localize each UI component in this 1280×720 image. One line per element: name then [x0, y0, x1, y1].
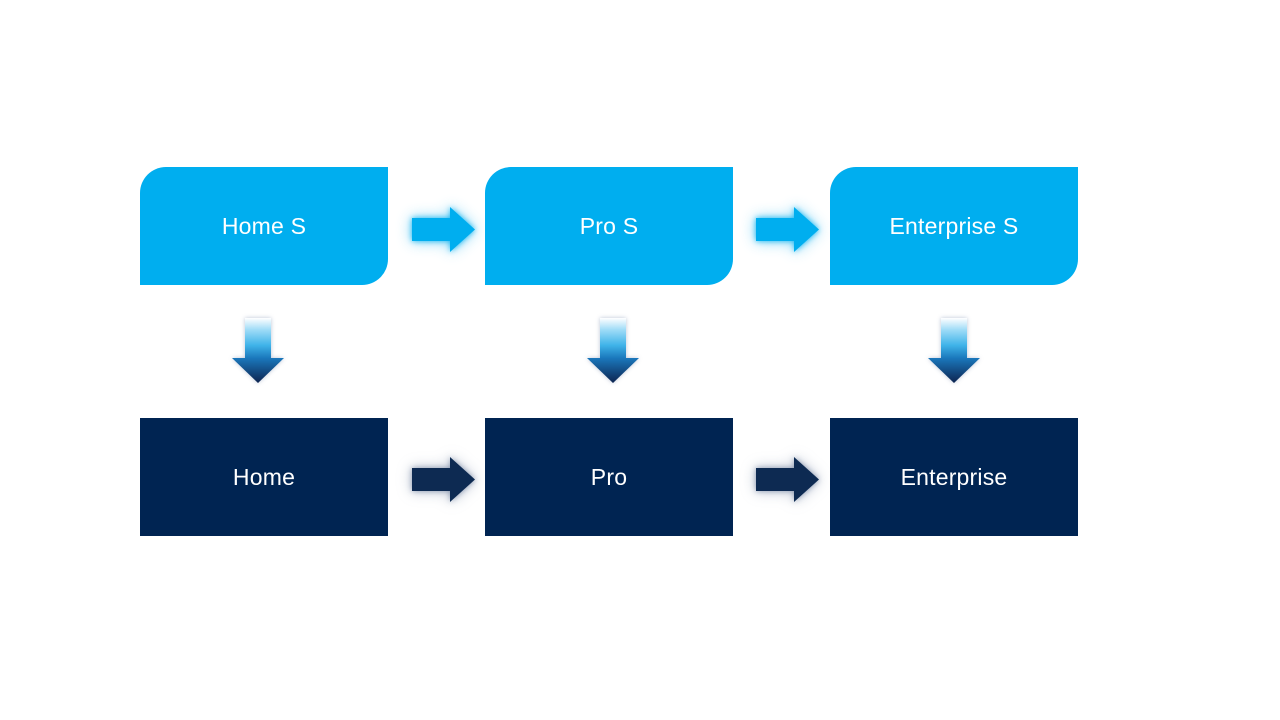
down-arrow-icon: [928, 318, 980, 383]
right-arrow-icon: [756, 457, 819, 502]
node-label: Pro: [590, 463, 628, 490]
node-enterprise: Enterprise: [830, 418, 1078, 536]
node-label: Pro S: [579, 212, 639, 239]
node-pro-s: Pro S: [485, 167, 733, 285]
down-arrow-icon: [587, 318, 639, 383]
node-pro: Pro: [485, 418, 733, 536]
node-home: Home: [140, 418, 388, 536]
node-label: Enterprise S: [889, 212, 1019, 239]
right-arrow-icon: [412, 207, 475, 252]
down-arrow-icon: [232, 318, 284, 383]
node-label: Home: [232, 463, 296, 490]
node-label: Enterprise: [900, 463, 1008, 490]
right-arrow-icon: [756, 207, 819, 252]
node-label: Home S: [221, 212, 307, 239]
right-arrow-icon: [412, 457, 475, 502]
node-home-s: Home S: [140, 167, 388, 285]
node-enterprise-s: Enterprise S: [830, 167, 1078, 285]
